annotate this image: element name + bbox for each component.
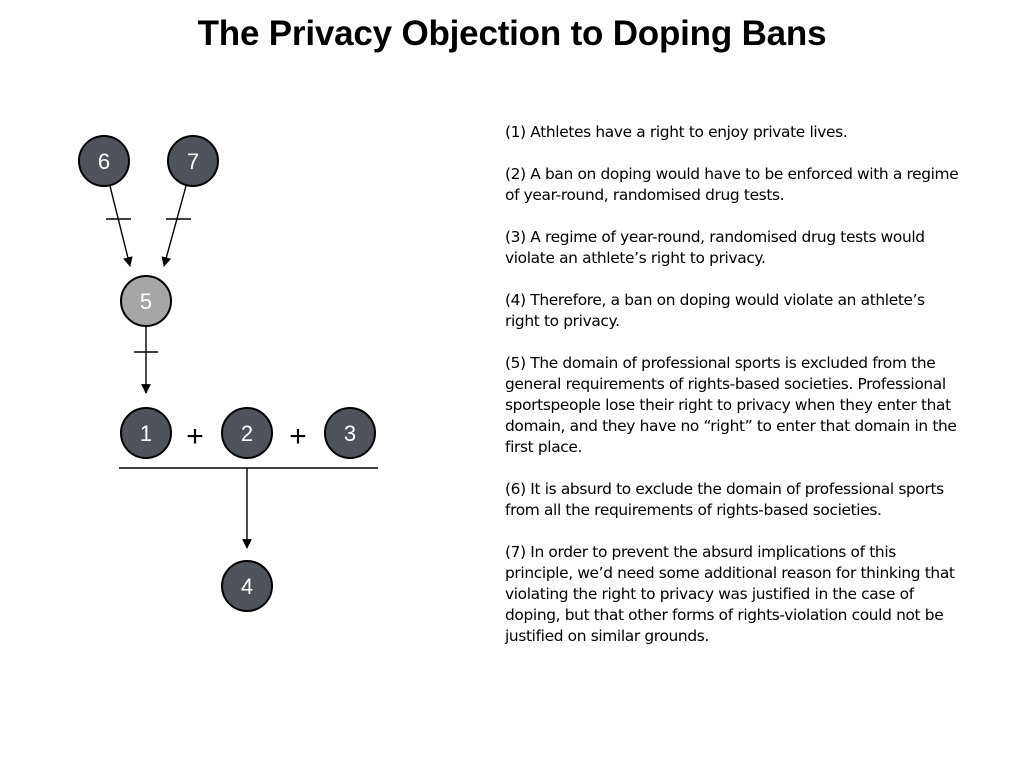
inference-group (119, 467, 378, 549)
premise-1: (1) Athletes have a right to enjoy priva… (505, 123, 848, 141)
premise-2: (2) A ban on doping would have to be enf… (505, 165, 959, 204)
node-2: 2 (221, 407, 273, 459)
svg-text:5: 5 (140, 289, 152, 314)
svg-text:2: 2 (241, 421, 253, 446)
plus-sign: + (289, 420, 307, 453)
node-5: 5 (120, 275, 172, 327)
node-1: 1 (120, 407, 172, 459)
svg-text:6: 6 (98, 149, 110, 174)
premise-4: (4) Therefore, a ban on doping would vio… (505, 291, 925, 330)
node-4: 4 (221, 560, 273, 612)
svg-text:1: 1 (140, 421, 152, 446)
argument-map: 6 7 5 1 2 3 4 + + (78, 135, 378, 612)
page-title: The Privacy Objection to Doping Bans (197, 14, 827, 53)
node-6: 6 (78, 135, 130, 187)
premise-5: (5) The domain of professional sports is… (505, 354, 957, 456)
plus-sign: + (186, 420, 204, 453)
edge-7-to-5 (161, 185, 191, 267)
premise-list: (1) Athletes have a right to enjoy priva… (505, 122, 960, 668)
premise-6: (6) It is absurd to exclude the domain o… (505, 480, 944, 519)
edge-5-to-1 (134, 327, 158, 394)
premise-7: (7) In order to prevent the absurd impli… (505, 543, 955, 645)
svg-text:4: 4 (241, 574, 253, 599)
premise-3: (3) A regime of year-round, randomised d… (505, 228, 925, 267)
svg-text:7: 7 (187, 149, 199, 174)
node-7: 7 (167, 135, 219, 187)
node-3: 3 (324, 407, 376, 459)
edge-6-to-5 (106, 185, 133, 267)
svg-text:3: 3 (344, 421, 356, 446)
